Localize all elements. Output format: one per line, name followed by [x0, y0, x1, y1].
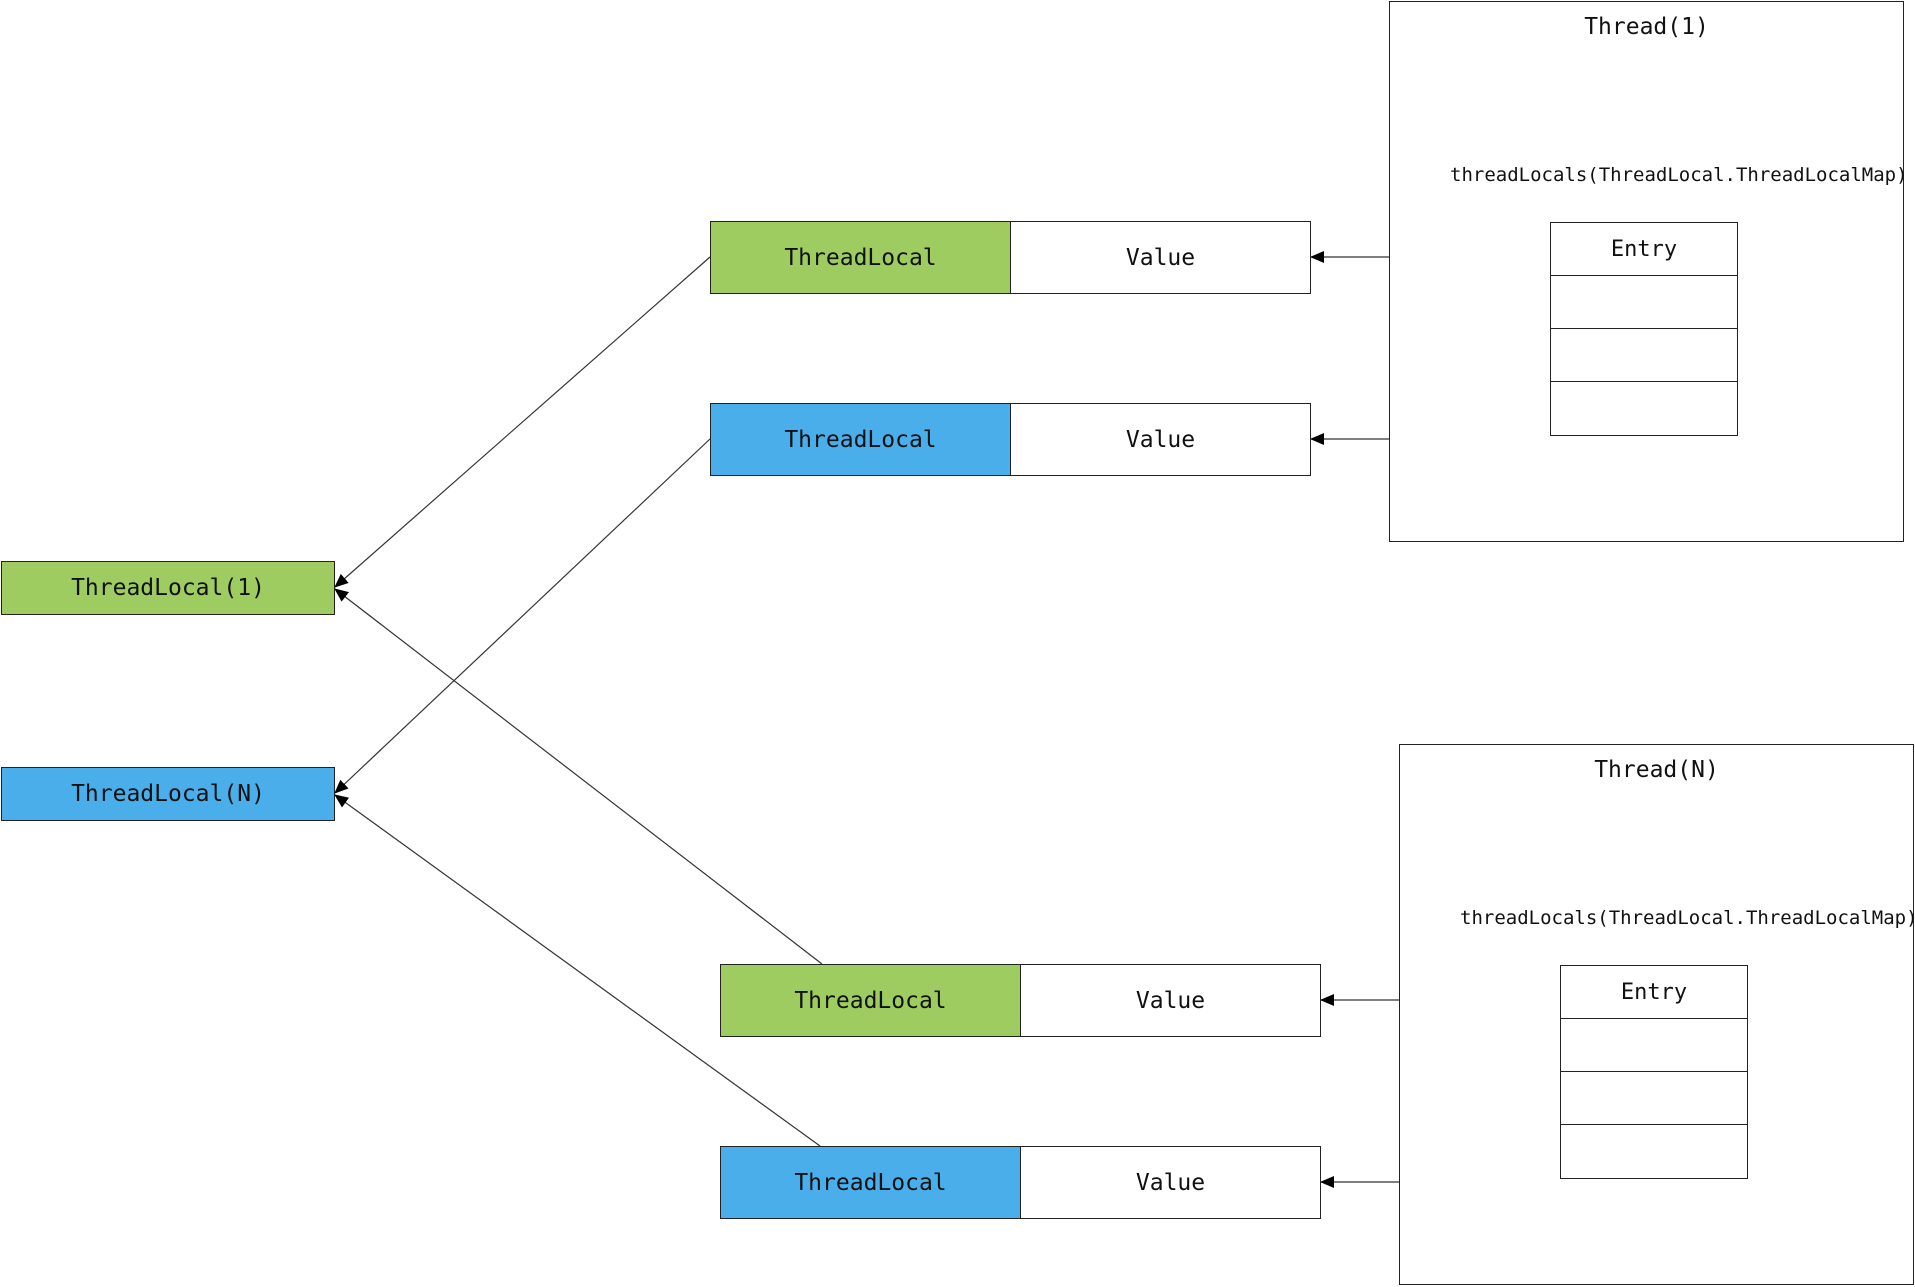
thread-n-map-label: threadLocals(ThreadLocal.ThreadLocalMap)	[1460, 907, 1915, 929]
thread-1-entry-slot-3	[1551, 382, 1737, 435]
tn-pair1-value-label: Value	[1135, 987, 1206, 1014]
t1-pair2-value-label: Value	[1125, 426, 1196, 453]
thread-1-entry-header: Entry	[1551, 223, 1737, 276]
tn-pair2-value-label: Value	[1135, 1169, 1206, 1196]
thread-n-entry-header: Entry	[1561, 966, 1747, 1019]
global-threadlocal-1-label: ThreadLocal(1)	[71, 575, 265, 601]
thread-n-entry-slot-3	[1561, 1125, 1747, 1178]
thread-n-title: Thread(N)	[1594, 757, 1719, 783]
thread-n-entry-table: Entry	[1560, 965, 1748, 1179]
global-threadlocal-n: ThreadLocal(N)	[1, 767, 335, 821]
ref-arrow-tn-green	[334, 588, 823, 965]
tn-pair2-key: ThreadLocal	[720, 1146, 1021, 1219]
thread-1-title: Thread(1)	[1584, 14, 1709, 40]
thread-1-container: Thread(1) threadLocals(ThreadLocal.Threa…	[1389, 1, 1908, 542]
t1-pair1-key: ThreadLocal	[710, 221, 1011, 294]
thread-n-entry-slot-1	[1561, 1019, 1747, 1072]
t1-pair1-key-label: ThreadLocal	[784, 244, 937, 271]
tn-pair2-key-label: ThreadLocal	[794, 1169, 947, 1196]
ref-arrow-t1-green	[334, 256, 711, 588]
tn-pair1-value: Value	[1020, 964, 1321, 1037]
thread-1-entry-slot-1	[1551, 276, 1737, 329]
thread-n-container: Thread(N) threadLocals(ThreadLocal.Threa…	[1399, 744, 1915, 1285]
thread-1-map-label: threadLocals(ThreadLocal.ThreadLocalMap)	[1450, 164, 1908, 186]
tn-pair1-key-label: ThreadLocal	[794, 987, 947, 1014]
thread-1-entry-slot-2	[1551, 329, 1737, 382]
thread-n-entry-slot-2	[1561, 1072, 1747, 1125]
t1-pair2-key-label: ThreadLocal	[784, 426, 937, 453]
tn-pair1-key: ThreadLocal	[720, 964, 1021, 1037]
t1-pair1-value: Value	[1010, 221, 1311, 294]
global-threadlocal-1: ThreadLocal(1)	[1, 561, 335, 615]
tn-pair2-value: Value	[1020, 1146, 1321, 1219]
ref-arrow-t1-blue	[334, 438, 711, 794]
ref-arrow-tn-blue	[334, 794, 821, 1147]
t1-pair1-value-label: Value	[1125, 244, 1196, 271]
global-threadlocal-n-label: ThreadLocal(N)	[71, 781, 265, 807]
thread-1-entry-table: Entry	[1550, 222, 1738, 436]
t1-pair2-key: ThreadLocal	[710, 403, 1011, 476]
t1-pair2-value: Value	[1010, 403, 1311, 476]
